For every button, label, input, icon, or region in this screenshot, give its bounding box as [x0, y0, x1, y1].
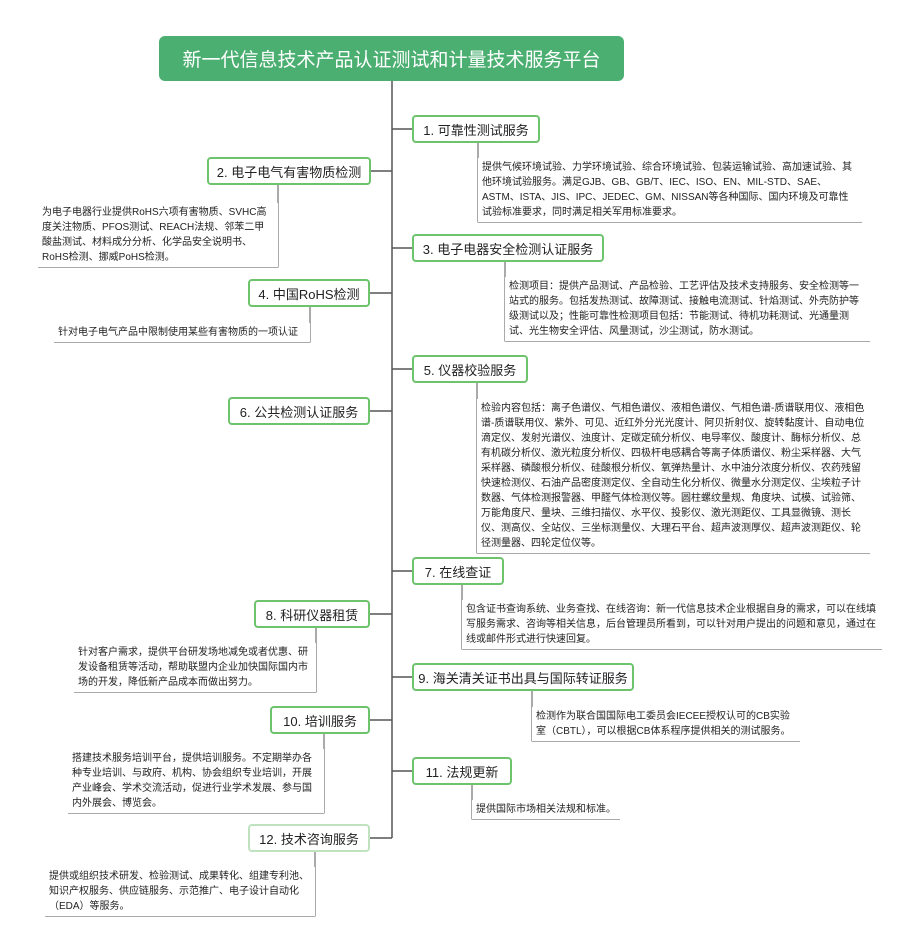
branch-6-node: 6. 公共检测认证服务: [228, 397, 370, 425]
root-node-title: 新一代信息技术产品认证测试和计量技术服务平台: [159, 36, 624, 81]
branch-11-description: 提供国际市场相关法规和标准。: [472, 800, 620, 819]
branch-7-node: 7. 在线查证: [412, 557, 504, 585]
branch-2-node: 2. 电子电气有害物质检测: [207, 157, 371, 185]
branch-2-description: 为电子电器行业提供RoHS六项有害物质、SVHC高度关注物质、PFOS测试、RE…: [38, 203, 278, 267]
branch-4-node: 4. 中国RoHS检测: [248, 279, 370, 307]
branch-9-description: 检测作为联合国国际电工委员会IECEE授权认可的CB实验室（CBTL），可以根据…: [532, 707, 800, 741]
branch-10-node: 10. 培训服务: [270, 706, 370, 734]
branch-12-node: 12. 技术咨询服务: [248, 824, 370, 852]
branch-1-node: 1. 可靠性测试服务: [412, 115, 540, 143]
branch-10-description: 搭建技术服务培训平台，提供培训服务。不定期举办各种专业培训、与政府、机构、协会组…: [68, 749, 324, 813]
branch-5-description: 检验内容包括：离子色谱仪、气相色谱仪、液相色谱仪、气相色谱-质谱联用仪、液相色谱…: [477, 399, 870, 553]
branch-11-node: 11. 法规更新: [412, 757, 512, 785]
branch-1-description: 提供气候环境试验、力学环境试验、综合环境试验、包装运输试验、高加速试验、其他环境…: [478, 158, 862, 222]
branch-5-node: 5. 仪器校验服务: [412, 355, 528, 383]
branch-8-node: 8. 科研仪器租赁: [254, 600, 370, 628]
branch-4-description: 针对电子电气产品中限制使用某些有害物质的一项认证: [54, 323, 310, 342]
branch-3-node: 3. 电子电器安全检测认证服务: [412, 234, 604, 262]
branch-3-description: 检测项目：提供产品测试、产品检验、工艺评估及技术支持服务、安全检测等一站式的服务…: [505, 277, 870, 341]
branch-12-description: 提供或组织技术研发、检验测试、成果转化、组建专利池、知识产权服务、供应链服务、示…: [45, 867, 315, 916]
branch-9-node: 9. 海关清关证书出具与国际转证服务: [412, 663, 634, 691]
branch-8-description: 针对客户需求，提供平台研发场地减免或者优惠、研发设备租赁等活动，帮助联盟内企业加…: [74, 643, 316, 692]
branch-7-description: 包含证书查询系统、业务查找、在线咨询：新一代信息技术企业根据自身的需求，可以在线…: [462, 600, 882, 649]
